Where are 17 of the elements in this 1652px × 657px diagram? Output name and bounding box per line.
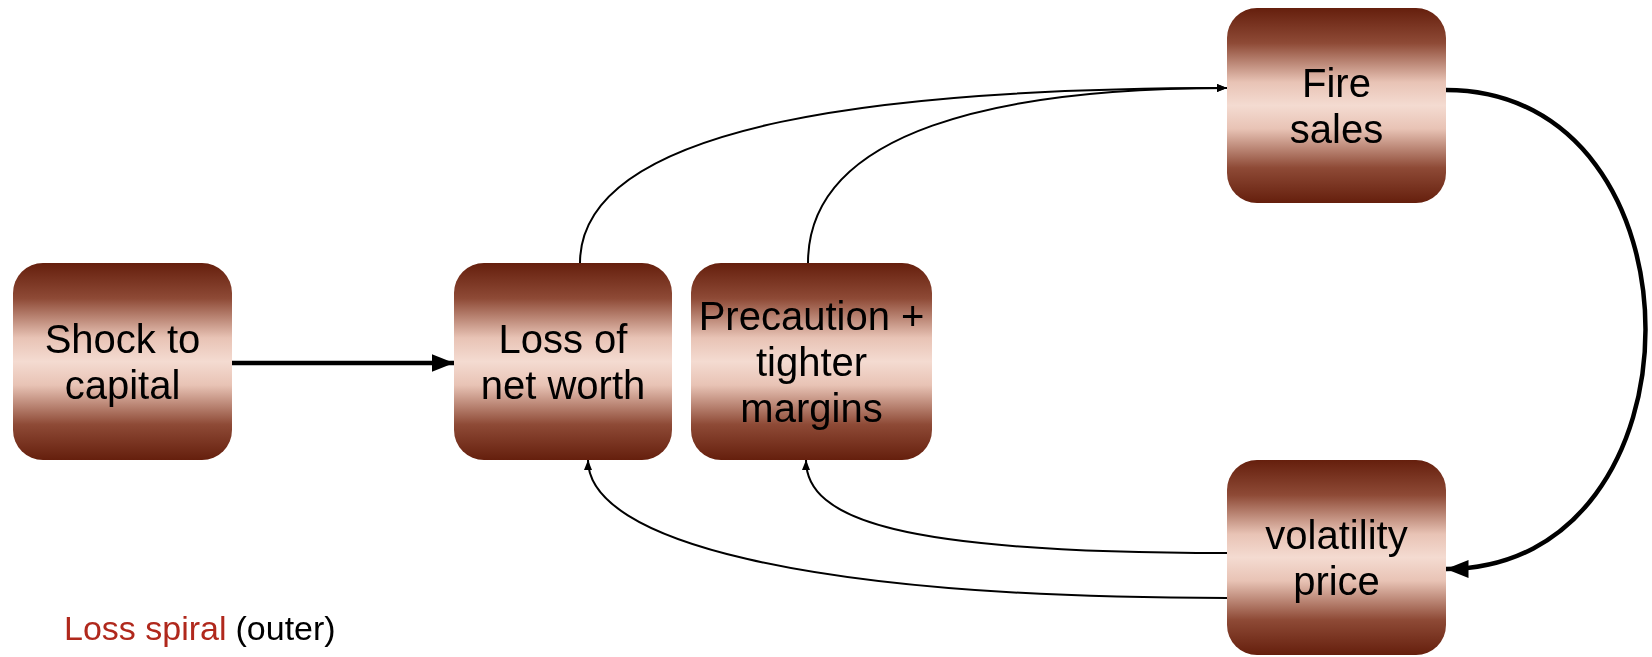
arrow [807, 84, 1228, 264]
arrow [232, 354, 454, 372]
process-box [1227, 8, 1446, 203]
node-text: Shock to capital [43, 315, 202, 408]
arrow [586, 459, 1228, 599]
node-text: volatility price [1264, 511, 1409, 604]
note-text: Loss spiral [64, 609, 227, 647]
node-text: Loss of net worth [479, 315, 647, 408]
note-text: (outer) [235, 609, 336, 647]
process-box [691, 263, 932, 460]
arrow [1445, 87, 1648, 575]
process-box [454, 263, 672, 460]
process-box [13, 263, 232, 460]
arrow [803, 459, 1228, 554]
node-text: Fire sales [1288, 59, 1385, 152]
process-box [1227, 460, 1446, 655]
node-text: Precaution + tighter margins [697, 292, 926, 431]
